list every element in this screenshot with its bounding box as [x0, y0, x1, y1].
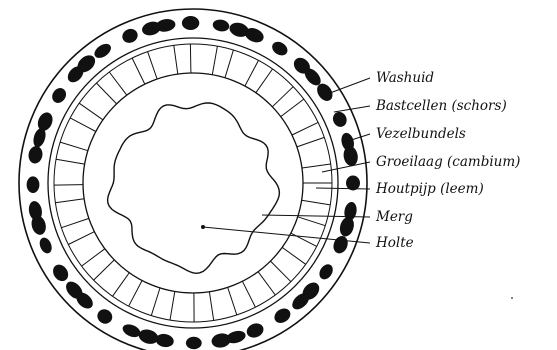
wood-inner-boundary [83, 73, 303, 293]
fiber-bundle [331, 234, 350, 256]
wood-cell-wall [228, 287, 237, 315]
wood-cell-wall [61, 218, 89, 227]
fiber-bundle [120, 27, 140, 46]
speck-dot [511, 297, 513, 299]
wood-cell-wall [256, 69, 273, 93]
wood-cell-wall [109, 72, 127, 95]
wood-cell-wall [282, 247, 306, 264]
wood-cell-wall [79, 103, 103, 120]
leader-line-groeilaag [322, 162, 370, 172]
wood-cell-wall [113, 273, 130, 297]
fiber-bundle [186, 337, 202, 349]
wood-cell-wall [281, 99, 304, 117]
fiber-bundle [95, 306, 115, 326]
label-merg: Merg [375, 209, 413, 225]
wood-cell-wall [271, 261, 291, 282]
label-groeilaag: Groeilaag (cambium) [376, 154, 520, 170]
wood-cell-wall [245, 60, 259, 86]
wood-cell-wall [68, 232, 94, 245]
cortex-inner-boundary [48, 38, 338, 328]
wood-cell-wall [190, 44, 191, 73]
fiber-bundle [331, 110, 349, 129]
wood-cell-wall [96, 83, 116, 104]
wood-cell-wall [292, 122, 318, 135]
wood-cell-wall [209, 292, 213, 321]
label-bastcellen: Bastcellen (schors) [375, 98, 507, 114]
wood-cell-wall [129, 281, 143, 307]
wood-cell-wall [70, 118, 96, 132]
label-vezelbundels: Vezelbundels [376, 126, 466, 142]
wood-cell-wall [258, 272, 275, 295]
wood-cell-wall [297, 137, 324, 147]
fiber-bundle [270, 39, 290, 58]
wood-cell-wall [170, 292, 175, 321]
leader-line-washuid [330, 78, 370, 93]
wood-cell-wall [225, 50, 233, 78]
outer-epidermis-ring [19, 9, 367, 350]
leader-line-houtpijp [316, 188, 370, 189]
wood-cell-wall [132, 58, 145, 84]
fiber-bundle [50, 262, 71, 284]
fiber-bundle [137, 327, 160, 346]
fiber-bundle [317, 262, 336, 282]
fiber-bundle [182, 16, 200, 30]
wood-cell-wall [56, 159, 85, 164]
wood-cell-wall [54, 185, 83, 186]
wood-cell-wall [60, 142, 88, 151]
wood-cell-wall [148, 52, 158, 79]
fiber-bundle [37, 236, 54, 255]
wood-cell-wall [302, 200, 331, 205]
wood-cell-wall [302, 164, 331, 168]
fiber-bundle [245, 321, 266, 340]
wood-cell-wall [272, 87, 293, 107]
wood-cell-wall [94, 260, 115, 280]
wood-cell-wall [82, 249, 105, 266]
wood-cell-wall [298, 217, 326, 226]
fiber-bundle [210, 332, 231, 349]
label-holte: Holte [375, 235, 414, 251]
fiber-bundle [92, 41, 114, 61]
wood-cell-wall [212, 46, 217, 74]
label-washuid: Washuid [376, 70, 434, 86]
wood-cell-wall [151, 288, 160, 316]
wood-cell-wall [55, 199, 84, 203]
fiber-bundle [212, 18, 230, 32]
central-cavity-outline [108, 103, 280, 273]
wood-cell-ring [54, 44, 332, 322]
fiber-bundle [27, 145, 44, 165]
fiber-bundle [49, 85, 68, 105]
fiber-bundle [272, 305, 293, 325]
wood-cell-wall [242, 281, 255, 307]
label-houtpijp: Houtpijp (leem) [375, 181, 484, 197]
holte-pointer-dot [201, 225, 205, 229]
fiber-bundle [27, 176, 40, 193]
wood-cell-wall [174, 45, 178, 74]
cambium-ring [54, 44, 332, 322]
wood-cell-wall [291, 233, 317, 246]
